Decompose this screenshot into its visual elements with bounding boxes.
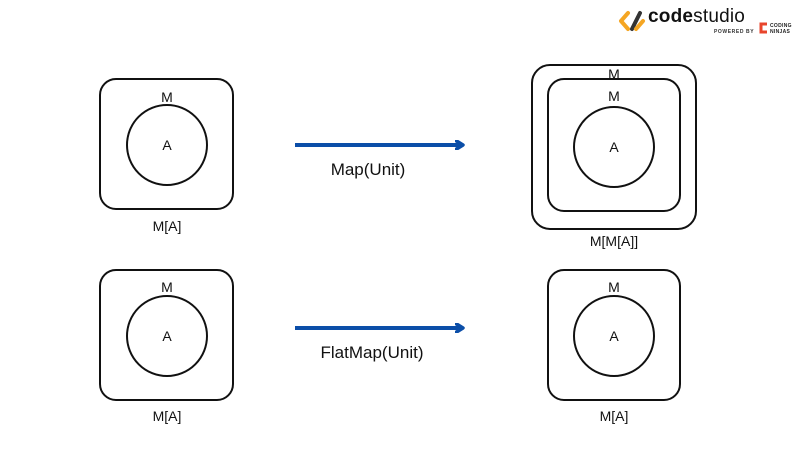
row1-input-caption: M[A] (153, 218, 182, 234)
row2-output-outer-label: M (608, 279, 620, 295)
row1-input-monad: M A M[A] (99, 78, 234, 234)
row1-arrow: Map(Unit) (295, 145, 460, 179)
codestudio-logo: codestudio POWERED BY CODING NINJAS (618, 4, 794, 44)
codestudio-wordmark: codestudio (648, 6, 746, 27)
row2-arrow: FlatMap(Unit) (295, 328, 460, 362)
row2-input-caption: M[A] (153, 408, 182, 424)
codestudio-mark-icon (619, 11, 645, 31)
row2-arrow-label: FlatMap(Unit) (321, 343, 424, 362)
row1-input-inner-label: A (162, 137, 172, 153)
row2-input-inner-label: A (162, 328, 172, 344)
row2-input-monad: M A M[A] (99, 269, 234, 424)
row1-output-caption: M[M[A]] (590, 233, 638, 249)
row2-output-monad: M A M[A] (547, 269, 681, 424)
row1-input-outer-label: M (161, 89, 173, 105)
row1-output-middle-label: M (608, 88, 620, 104)
coding-ninjas-c-icon (759, 22, 767, 34)
row1-output-monad: M M A M[M[A]] (531, 64, 697, 249)
row2-input-outer-label: M (161, 279, 173, 295)
coding-ninjas-wordmark: CODING NINJAS (770, 23, 792, 35)
row1-output-outer-label: M (608, 66, 620, 82)
row2-output-caption: M[A] (600, 408, 629, 424)
row1-output-inner-label: A (609, 139, 619, 155)
row2-output-inner-label: A (609, 328, 619, 344)
powered-by-text: POWERED BY (714, 29, 755, 35)
row1-arrow-label: Map(Unit) (331, 160, 406, 179)
